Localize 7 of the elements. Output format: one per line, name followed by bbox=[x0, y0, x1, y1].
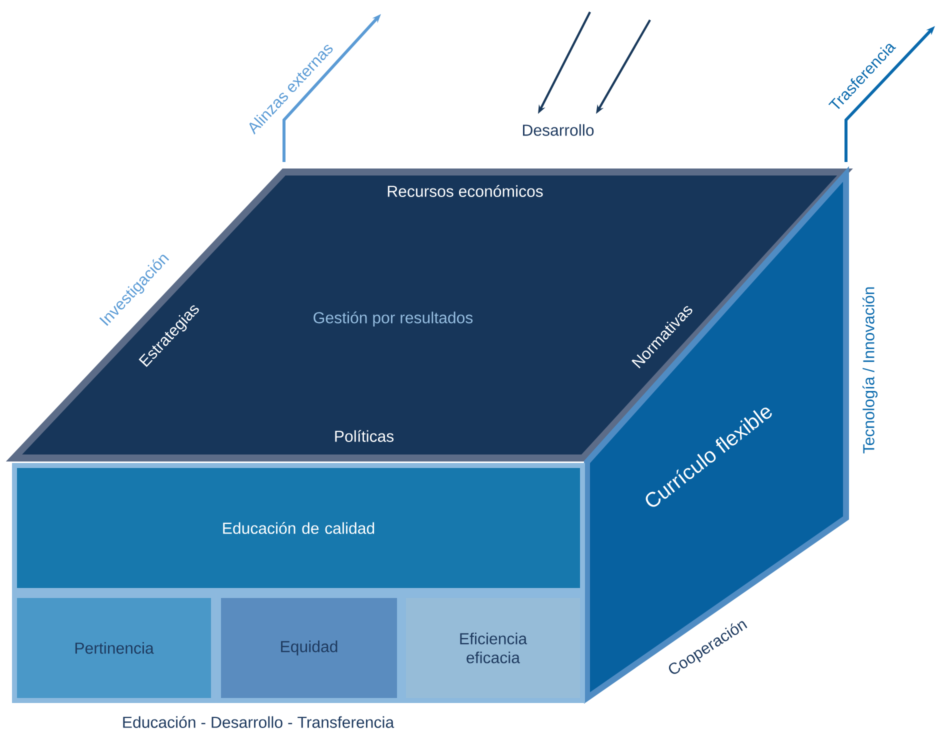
caption: Educación - Desarrollo - Transferencia bbox=[123, 716, 394, 728]
criterion-box: Eficiencia eficacia bbox=[401, 593, 585, 703]
criterion-box: Equidad bbox=[216, 593, 402, 703]
flow-label: Desarrollo bbox=[523, 124, 594, 136]
axis-label: Tecnología / Innovación bbox=[862, 287, 878, 454]
quality-box: Educación de calidad bbox=[12, 463, 585, 593]
criterion-box: Pertinencia bbox=[12, 593, 216, 703]
